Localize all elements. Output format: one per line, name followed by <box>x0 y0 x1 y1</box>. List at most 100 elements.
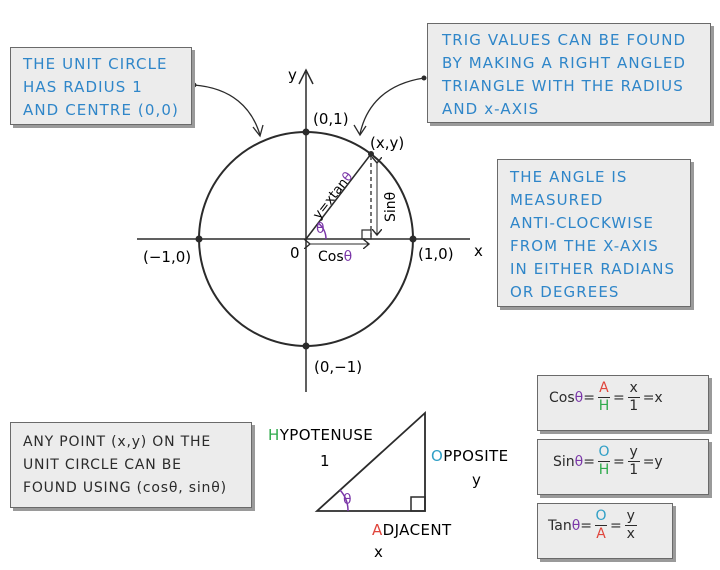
equals-sign: = <box>610 517 622 534</box>
equals-sign: = <box>583 389 595 406</box>
tan-value-fraction: y x <box>624 508 637 543</box>
sin-func: Sin <box>553 453 575 470</box>
x-axis-label: x <box>474 242 483 260</box>
equals-sign: = <box>583 453 595 470</box>
fraction-bar <box>627 461 640 463</box>
hypotenuse-label: HYPOTENUSE <box>268 426 373 444</box>
note-line: FOUND USING (cosθ, sinθ) <box>23 480 227 496</box>
point-top-dot <box>302 128 310 136</box>
note-line: ANY POINT (x,y) ON THE <box>23 434 211 450</box>
point-right-dot <box>409 235 417 243</box>
tan-formula-box <box>537 503 673 559</box>
sin-ratio-numerator: O <box>598 444 610 460</box>
note-line: HAS RADIUS 1 <box>23 78 143 96</box>
point-xy-label: (x,y) <box>370 134 404 152</box>
unit-circle-callout-arrowhead <box>252 124 264 138</box>
unit-circle-callout-dot <box>191 82 197 88</box>
equals-sign: = <box>612 453 625 470</box>
point-right-label: (1,0) <box>418 245 454 263</box>
note-line: THE UNIT CIRCLE <box>23 55 168 73</box>
tan-ratio-numerator: O <box>595 508 607 524</box>
fraction-bar <box>597 461 610 463</box>
note-line: FROM THE X-AXIS <box>510 237 659 255</box>
tan-value-numerator: y <box>626 508 635 524</box>
any-point-note: ANY POINT (x,y) ON THE UNIT CIRCLE CAN B… <box>10 422 252 508</box>
radius-line <box>305 153 372 240</box>
trig-callout-arrowhead <box>353 124 367 137</box>
sin-theta: θ <box>574 453 584 470</box>
triangle-right-angle-marker <box>410 496 426 512</box>
fraction-bar <box>595 525 607 527</box>
sin-value-numerator: y <box>629 444 638 460</box>
tan-theta: θ <box>571 517 581 534</box>
theta-angle-arc <box>317 222 327 240</box>
note-line: THE ANGLE IS <box>510 168 628 186</box>
unit-circle-note: THE UNIT CIRCLE HAS RADIUS 1 AND CENTRE … <box>10 47 192 125</box>
sin-ratio-denominator: H <box>598 462 610 479</box>
cos-ratio-denominator: H <box>598 398 610 415</box>
equals-sign: = <box>580 517 592 534</box>
cos-value-denominator: 1 <box>629 398 639 415</box>
note-line: UNIT CIRCLE CAN BE <box>23 457 182 473</box>
point-left-dot <box>195 235 203 243</box>
triangle-theta-label: θ <box>343 492 352 508</box>
hypotenuse-value: 1 <box>320 452 330 470</box>
adjacent-value: x <box>374 543 383 561</box>
angle-note: THE ANGLE IS MEASURED ANTI-CLOCKWISE FRO… <box>497 159 691 307</box>
note-line: AND x-AXIS <box>442 100 540 118</box>
sin-value-denominator: 1 <box>629 462 639 479</box>
cos-ratio-numerator: A <box>599 380 609 396</box>
origin-label: 0 <box>290 244 300 262</box>
cos-ratio: A H <box>597 380 610 415</box>
triangle-theta-arc <box>339 489 349 512</box>
cos-value-numerator: x <box>629 380 638 396</box>
tan-ratio-denominator: A <box>596 526 606 543</box>
note-line: MEASURED <box>510 191 604 209</box>
point-top-label: (0,1) <box>313 110 349 128</box>
point-bottom-dot <box>302 342 310 350</box>
tan-ratio: O A <box>595 509 607 542</box>
note-line: ANTI-CLOCKWISE <box>510 214 655 232</box>
opposite-value: y <box>472 471 481 489</box>
trig-values-note: TRIG VALUES CAN BE FOUND BY MAKING A RIG… <box>427 23 711 123</box>
right-angle-marker <box>361 229 372 240</box>
y-axis-arrowhead <box>298 68 314 85</box>
point-left-label: (−1,0) <box>143 248 191 266</box>
opposite-label: OPPOSITE <box>431 447 509 465</box>
cos-theta: θ <box>574 389 584 406</box>
cos-formula-box <box>537 375 709 431</box>
radius-equation-label: y=xtanθ <box>310 169 356 222</box>
reference-triangle <box>314 410 426 512</box>
fraction-bar <box>624 525 637 527</box>
sin-value-fraction: y 1 <box>627 444 640 479</box>
tan-value-denominator: x <box>626 526 635 543</box>
note-line: BY MAKING A RIGHT ANGLED <box>442 54 687 72</box>
tan-func: Tan <box>548 517 572 534</box>
note-line: TRIANGLE WITH THE RADIUS <box>442 77 684 95</box>
sin-formula-box <box>537 439 709 495</box>
sin-ratio: O H <box>597 444 610 479</box>
point-bottom-label: (0,−1) <box>314 358 362 376</box>
cos-func: Cos <box>549 389 575 406</box>
note-line: AND CENTRE (0,0) <box>23 101 179 119</box>
cos-value-fraction: x 1 <box>627 380 640 415</box>
sin-result: =y <box>642 453 663 470</box>
trig-callout-arrow <box>359 77 425 135</box>
trig-callout-dot <box>421 75 427 81</box>
note-line: IN EITHER RADIANS <box>510 260 676 278</box>
cos-label: Cosθ <box>318 249 352 265</box>
fraction-bar <box>627 397 640 399</box>
adjacent-label: ADJACENT <box>372 521 452 539</box>
fraction-bar <box>597 397 610 399</box>
unit-circle-callout-arrow <box>193 84 261 136</box>
cos-result: =x <box>642 389 663 406</box>
sin-label: Sinθ <box>383 192 399 222</box>
theta-label: θ <box>316 221 325 237</box>
note-line: OR DEGREES <box>510 283 620 301</box>
y-axis-label: y <box>288 66 297 84</box>
equals-sign: = <box>612 389 625 406</box>
